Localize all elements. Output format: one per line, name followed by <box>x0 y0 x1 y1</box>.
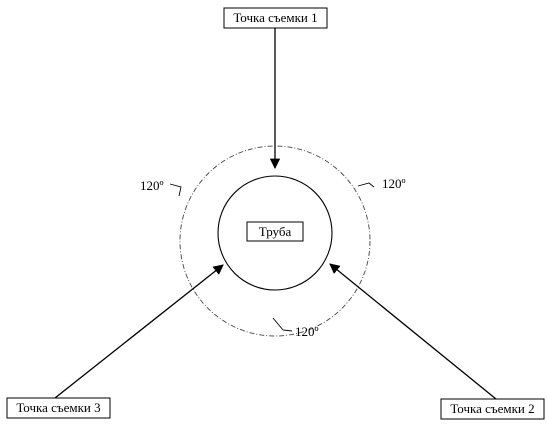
survey-point-3-label: Точка съемки 3 <box>16 400 100 415</box>
angle-leader-left <box>169 183 182 197</box>
angle-label-bottom: 120º <box>295 324 319 339</box>
survey-point-2-label: Точка съемки 2 <box>450 401 534 416</box>
survey-point-1: Точка съемки 1 <box>223 7 328 29</box>
survey-point-1-label: Точка съемки 1 <box>233 10 317 25</box>
survey-point-3-box <box>6 397 111 419</box>
angle-annotation-left: 120º <box>140 178 182 197</box>
angle-leader-right <box>357 182 375 188</box>
survey-point-3: Точка съемки 3 <box>6 397 111 419</box>
angle-annotation-bottom: 120º <box>272 317 319 339</box>
rotation-ring <box>179 145 371 337</box>
angle-annotation-right: 120º <box>357 176 406 191</box>
survey-point-2: Точка съемки 2 <box>440 398 545 420</box>
pipe-node: Труба <box>246 221 304 242</box>
angle-label-left: 120º <box>140 178 164 193</box>
edge-p2-to-pipe <box>329 263 497 400</box>
edge-p3-to-pipe <box>54 264 224 399</box>
survey-point-1-box <box>223 7 328 29</box>
angle-leader-bottom <box>272 317 293 332</box>
angle-label-right: 120º <box>382 176 406 191</box>
pipe-label-box <box>246 221 304 242</box>
pipe-label: Труба <box>259 224 292 239</box>
pipe-circle <box>217 175 333 291</box>
survey-point-2-box <box>440 398 545 420</box>
